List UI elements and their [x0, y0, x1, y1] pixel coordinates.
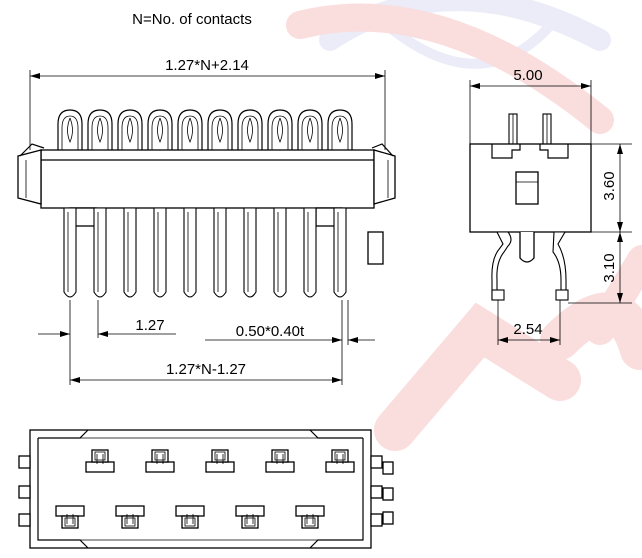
- pitch-dim: 1.27: [135, 317, 164, 334]
- solder-pin: [273, 207, 287, 298]
- spring-contact: [147, 109, 173, 150]
- lower-pins: [63, 207, 347, 298]
- pin-span-dim: 1.27*N-1.27: [166, 361, 246, 378]
- solder-pin: [213, 207, 227, 298]
- side-width-dim: 5.00: [513, 67, 542, 84]
- spring-contact: [87, 109, 113, 150]
- top-contact: [205, 449, 235, 473]
- spring-contact: [237, 109, 263, 150]
- top-contact: [295, 505, 325, 529]
- top-contact: [235, 505, 265, 529]
- pin-section-dim: 0.50*0.40t: [236, 323, 305, 340]
- spring-contact: [177, 109, 203, 150]
- front-view: 1.27*N+2.14 1.27 0.50*0.40t: [17, 57, 396, 385]
- solder-pin: [303, 207, 317, 298]
- spring-contact: [327, 109, 353, 150]
- solder-pin: [153, 207, 167, 298]
- top-contact: [115, 505, 145, 529]
- solder-pin: [183, 207, 197, 298]
- top-contact: [145, 449, 175, 473]
- spring-contact: [267, 109, 293, 150]
- spring-contact: [207, 109, 233, 150]
- top-view: [18, 429, 394, 549]
- top-contact: [265, 449, 295, 473]
- solder-pin: [63, 207, 77, 298]
- lead-spacing-dim: 2.54: [513, 321, 542, 338]
- side-height-upper-dim: 3.60: [601, 171, 618, 200]
- spring-contact: [297, 109, 323, 150]
- side-height-lower-dim: 3.10: [601, 253, 618, 282]
- upper-contacts: [57, 109, 353, 150]
- solder-pin: [123, 207, 137, 298]
- top-contact: [85, 449, 115, 473]
- solder-pin: [93, 207, 107, 298]
- side-view: 5.00 3.60 3.10 2.54: [469, 67, 632, 345]
- top-contact: [55, 505, 85, 529]
- contacts-note: N=No. of contacts: [132, 11, 252, 28]
- solder-pin: [243, 207, 257, 298]
- top-contact: [325, 449, 355, 473]
- spring-contact: [117, 109, 143, 150]
- top-contact: [175, 505, 205, 529]
- top-contacts: [55, 449, 355, 529]
- spring-contact: [57, 109, 83, 150]
- overall-length-dim: 1.27*N+2.14: [165, 57, 249, 74]
- solder-pin: [333, 207, 347, 298]
